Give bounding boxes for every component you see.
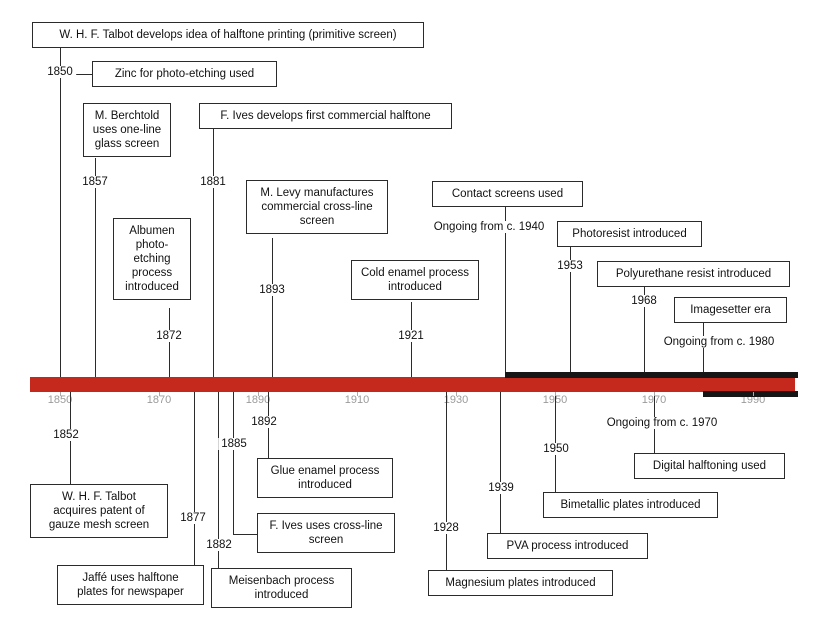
event-box-glue-enamel: Glue enamel process introduced (257, 458, 393, 498)
year-label-1953: 1953 (554, 260, 586, 272)
event-box-meisenbach: Meisenbach process introduced (211, 568, 352, 608)
year-label-1850: 1850 (44, 66, 76, 78)
connector-levy (272, 238, 273, 377)
event-box-berchtold: M. Berchtold uses one-line glass screen (83, 103, 171, 157)
event-box-polyurethane: Polyurethane resist introduced (597, 261, 790, 287)
tick-1890 (258, 392, 259, 396)
year-label-1950: 1950 (540, 443, 572, 455)
connector-pva (500, 392, 501, 533)
tick-1850 (60, 392, 61, 396)
tick-1990 (753, 392, 754, 396)
event-box-talbot-idea: W. H. F. Talbot develops idea of halfton… (32, 22, 424, 48)
tick-1970 (654, 392, 655, 396)
event-box-ives-crossline: F. Ives uses cross-line screen (257, 513, 395, 553)
year-label-1928: 1928 (430, 522, 462, 534)
year-label-1857: 1857 (79, 176, 111, 188)
axis-label-1870: 1870 (146, 394, 172, 406)
event-box-photoresist: Photoresist introduced (557, 221, 702, 247)
timeline-bar (30, 377, 795, 392)
axis-label-1990: 1990 (740, 394, 766, 406)
connector-photoresist (570, 247, 571, 377)
event-box-levy: M. Levy manufactures commercial cross-li… (246, 180, 388, 234)
event-box-pva: PVA process introduced (487, 533, 648, 559)
tick-1930 (456, 392, 457, 396)
year-label-ongoing-1970: Ongoing from c. 1970 (603, 417, 721, 429)
ongoing-bar-imagesetter (703, 391, 798, 397)
year-label-1921: 1921 (395, 330, 427, 342)
connector-talbot-idea (60, 47, 61, 377)
connector-ives-crossline-v (233, 392, 234, 534)
year-label-1882: 1882 (203, 539, 235, 551)
year-label-1968: 1968 (628, 295, 660, 307)
year-label-1892: 1892 (248, 416, 280, 428)
axis-label-1890: 1890 (245, 394, 271, 406)
connector-zinc (60, 74, 92, 75)
year-label-1881: 1881 (197, 176, 229, 188)
year-label-1852: 1852 (50, 429, 82, 441)
connector-polyurethane (644, 287, 645, 377)
event-box-magnesium: Magnesium plates introduced (428, 570, 613, 596)
year-label-ongoing-1980: Ongoing from c. 1980 (660, 336, 778, 348)
axis-label-1910: 1910 (344, 394, 370, 406)
year-label-1939: 1939 (485, 482, 517, 494)
tick-1950 (555, 392, 556, 396)
event-box-albumen: Albumen photo-etching process introduced (113, 218, 191, 300)
ongoing-bar-contact-screens (505, 372, 798, 378)
event-box-zinc: Zinc for photo-etching used (92, 61, 277, 87)
event-box-contact-screens: Contact screens used (432, 181, 583, 207)
connector-ives-commercial (213, 129, 214, 377)
year-label-1872: 1872 (153, 330, 185, 342)
event-box-ives-commercial: F. Ives develops first commercial halfto… (199, 103, 452, 129)
connector-jaffe (194, 392, 195, 565)
connector-imagesetter (703, 323, 704, 377)
connector-albumen (169, 308, 170, 377)
tick-1870 (159, 392, 160, 396)
event-box-talbot-patent: W. H. F. Talbot acquires patent of gauze… (30, 484, 168, 538)
year-label-1877: 1877 (177, 512, 209, 524)
event-box-bimetallic: Bimetallic plates introduced (543, 492, 718, 518)
axis-label-1850: 1850 (47, 394, 73, 406)
connector-contact-screens (505, 207, 506, 377)
axis-label-1930: 1930 (443, 394, 469, 406)
year-label-1893: 1893 (256, 284, 288, 296)
tick-1910 (357, 392, 358, 396)
event-box-imagesetter: Imagesetter era (674, 297, 787, 323)
connector-bimetallic (555, 392, 556, 492)
connector-meisenbach (218, 392, 219, 568)
event-box-cold-enamel: Cold enamel process introduced (351, 260, 479, 300)
year-label-1885: 1885 (218, 438, 250, 450)
event-box-digital: Digital halftoning used (634, 453, 785, 479)
year-label-ongoing-1940: Ongoing from c. 1940 (430, 221, 548, 233)
event-box-jaffe: Jaffé uses halftone plates for newspaper (57, 565, 204, 605)
connector-ives-crossline-h (233, 534, 257, 535)
connector-magnesium (446, 392, 447, 570)
connector-berchtold (95, 158, 96, 377)
